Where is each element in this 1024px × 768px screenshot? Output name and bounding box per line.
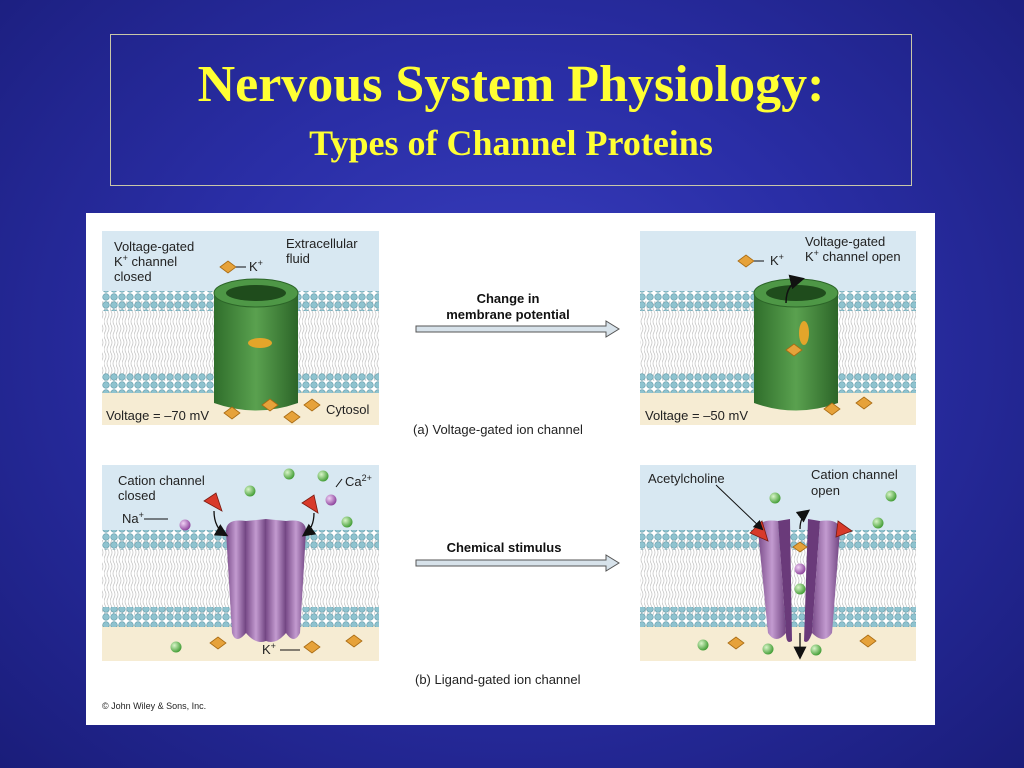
label-na-ion: Na+: [122, 510, 144, 526]
label-acetylcholine: Acetylcholine: [648, 471, 725, 486]
arrow-change-membrane: Change in membrane potential: [415, 291, 620, 338]
label-chemical-stimulus: Chemical stimulus: [447, 540, 562, 555]
na-ion-icon: [872, 517, 884, 529]
label-voltage-right: Voltage = –50 mV: [645, 408, 748, 423]
label-open: open: [811, 483, 840, 498]
caption-a: (a) Voltage-gated ion channel: [413, 422, 583, 437]
na-ion-icon: [317, 470, 329, 482]
label-voltage-gated: Voltage-gated: [114, 239, 194, 254]
slide-subtitle: Types of Channel Proteins: [309, 123, 713, 163]
title-box: Nervous System Physiology: Types of Chan…: [110, 34, 912, 186]
copyright: © John Wiley & Sons, Inc.: [102, 701, 206, 711]
na-ion-icon: [244, 485, 256, 497]
k-ion-icon: [727, 636, 745, 650]
na-ion-icon: [341, 516, 353, 528]
label-voltage-gated-open: Voltage-gated: [805, 234, 885, 249]
k-ion-icon: [261, 398, 279, 412]
label-change-in: Change in: [477, 291, 540, 306]
panel-b-right: Acetylcholine Cation channel open: [640, 465, 916, 661]
panel-a-left: Voltage-gated K+ channel closed Extracel…: [102, 231, 379, 425]
label-closed-b: closed: [118, 488, 156, 503]
k-ion-icon: [823, 402, 841, 416]
k-ion-icon: [785, 343, 803, 357]
acetylcholine-icon: [301, 494, 319, 514]
k-ion-icon: [345, 634, 363, 648]
slide-title: Nervous System Physiology:: [197, 56, 825, 113]
k-ion-icon: [209, 636, 227, 650]
label-ca-ion: Ca2+: [345, 473, 372, 489]
na-ion-icon: [769, 492, 781, 504]
k-channel-open: [753, 278, 839, 411]
label-cation-channel: Cation channel: [118, 473, 205, 488]
label-fluid: fluid: [286, 251, 310, 266]
na-ion-icon: [885, 490, 897, 502]
k-ion-icon: [283, 410, 301, 424]
panel-a-right: Voltage-gated K+ channel open K+ Voltage…: [640, 231, 916, 425]
k-ion-icon: [223, 406, 241, 420]
label-cation-channel-open: Cation channel: [811, 467, 898, 482]
label-cytosol: Cytosol: [326, 402, 369, 417]
ca-ion-icon: [325, 494, 337, 506]
na-ion-icon: [794, 583, 806, 595]
label-k-channel-open: K+ channel open: [805, 248, 901, 264]
label-k-ion-right: K+: [770, 252, 784, 268]
label-k-ion: K+: [249, 258, 263, 274]
acetylcholine-icon: [835, 520, 853, 538]
label-k-ion-b: K+: [262, 641, 276, 657]
k-ion-icon: [855, 396, 873, 410]
arrow-chemical-stimulus: Chemical stimulus: [415, 540, 620, 572]
cation-channel-open: [749, 509, 853, 660]
acetylcholine-icon: [203, 492, 223, 512]
label-membrane-potential: membrane potential: [446, 307, 570, 322]
label-extracellular: Extracellular: [286, 236, 358, 251]
label-k-channel: K+ channel: [114, 253, 177, 269]
ca-ion-icon: [794, 563, 806, 575]
na-ion-icon: [170, 641, 182, 653]
k-channel-closed: [213, 278, 299, 411]
na-ion-icon: [810, 644, 822, 656]
ca-ion-icon: [179, 519, 191, 531]
panel-b-left: Cation channel closed Na+ Ca2+ K+: [102, 465, 379, 661]
label-voltage-left: Voltage = –70 mV: [106, 408, 209, 423]
channel-figure: Voltage-gated K+ channel closed Extracel…: [86, 213, 935, 725]
na-ion-icon: [283, 468, 295, 480]
na-ion-icon: [762, 643, 774, 655]
k-ion-icon: [303, 398, 321, 412]
caption-b: (b) Ligand-gated ion channel: [415, 672, 581, 687]
label-closed: closed: [114, 269, 152, 284]
k-ion-icon: [792, 541, 808, 553]
figure-svg: Voltage-gated K+ channel closed Extracel…: [102, 231, 916, 711]
k-ion-icon: [859, 634, 877, 648]
k-ion-icon: [303, 640, 321, 654]
na-ion-icon: [697, 639, 709, 651]
cation-channel-closed: [203, 492, 319, 642]
